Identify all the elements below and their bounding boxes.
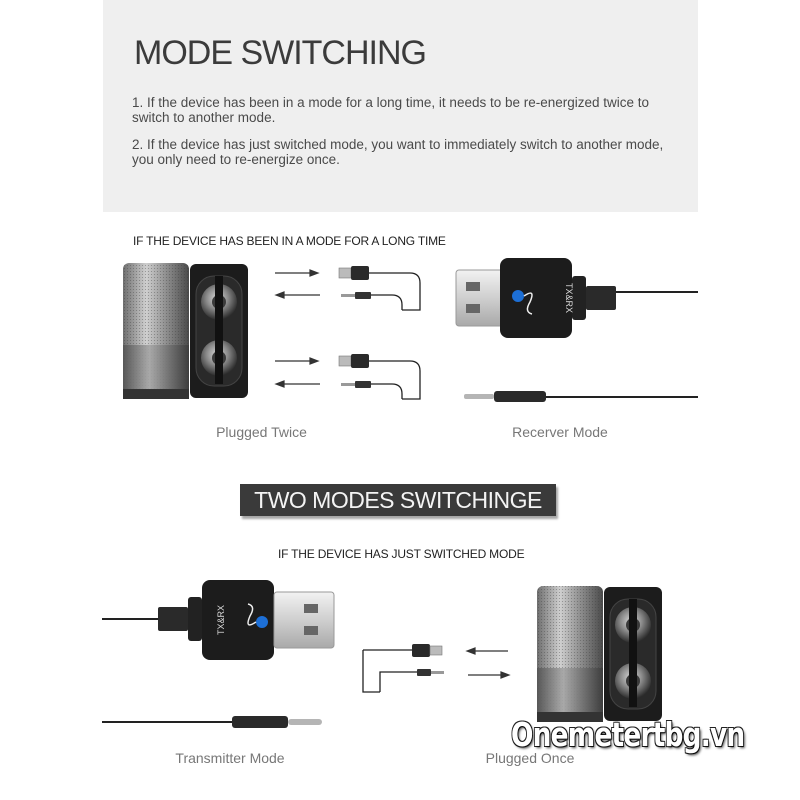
music-note-icon [512, 290, 533, 315]
note-2: 2. If the device has just switched mode,… [132, 137, 664, 167]
speaker-icon [123, 263, 248, 399]
music-note-icon [247, 603, 268, 628]
usb-dongle-transmitter: TX&RX [102, 580, 335, 660]
mode-switching-panel: MODE SWITCHING 1. If the device has been… [103, 0, 698, 212]
speaker-icon [537, 586, 662, 722]
section-two-heading: IF THE DEVICE HAS JUST SWITCHED MODE [278, 547, 525, 561]
usb-dongle: TX&RX [455, 258, 698, 338]
caption-receiver-mode: Recerver Mode [512, 424, 608, 440]
page-title: MODE SWITCHING [134, 34, 427, 72]
audio-jack-icon [464, 391, 698, 402]
audio-jack-icon [379, 669, 444, 692]
audio-jack-icon [341, 292, 403, 399]
watermark: Onemetertbg.vn [511, 715, 745, 754]
caption-transmitter-mode: Transmitter Mode [175, 750, 285, 766]
note-1: 1. If the device has been in a mode for … [132, 95, 650, 125]
dongle-label: TX&RX [564, 283, 574, 313]
arrow-right-icon [275, 269, 320, 365]
usb-plug-icon [338, 266, 421, 400]
section-one-heading: IF THE DEVICE HAS BEEN IN A MODE FOR A L… [133, 234, 446, 248]
caption-plugged-once: Plugged Once [485, 750, 575, 766]
arrow-right-icon [468, 671, 511, 679]
caption-plugged-twice: Plugged Twice [216, 424, 307, 440]
two-modes-banner: TWO MODES SWITCHINGE [240, 484, 556, 516]
arrow-left-icon [465, 647, 508, 655]
audio-jack-icon [102, 716, 322, 728]
arrow-left-icon [274, 291, 320, 388]
dongle-label: TX&RX [216, 605, 226, 635]
usb-plug-icon [362, 644, 443, 693]
